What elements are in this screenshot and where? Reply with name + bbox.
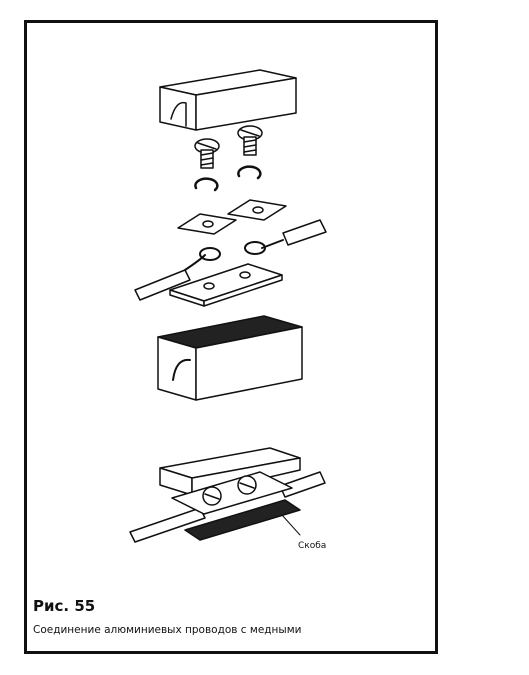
screw-right <box>237 125 263 156</box>
wire-right <box>244 219 327 255</box>
figure-number: Рис. 55 <box>33 597 96 615</box>
assembled-connection: Скоба <box>129 447 326 551</box>
washer-right <box>237 165 262 180</box>
figure-caption: Соединение алюминиевых проводов с медным… <box>33 624 302 636</box>
upper-plate-right <box>227 199 287 221</box>
base-box <box>157 315 303 401</box>
callout-bracket-label: Скоба <box>298 541 326 551</box>
lower-plate <box>169 263 283 307</box>
screw-left <box>194 138 220 169</box>
upper-plate-left <box>177 213 237 235</box>
wire-left <box>134 247 221 301</box>
washer-left <box>194 177 219 192</box>
top-cover <box>159 69 297 131</box>
